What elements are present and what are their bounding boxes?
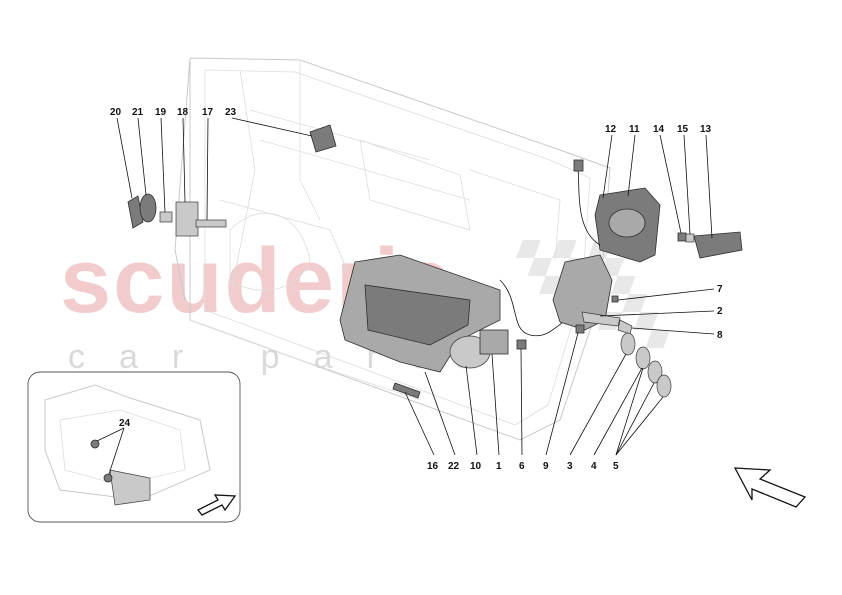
callout-11: 11 xyxy=(629,124,640,135)
part-1-gearbox xyxy=(479,329,509,355)
callout-17: 17 xyxy=(202,107,214,118)
part-24-fastener-a xyxy=(90,439,100,449)
door-handle-assembly xyxy=(573,159,743,263)
part-23-plate xyxy=(309,124,337,153)
part-5-plate-a xyxy=(647,360,663,384)
callout-5: 5 xyxy=(613,461,619,472)
part-15-seal xyxy=(685,233,695,243)
spacer-plates xyxy=(620,332,672,398)
detail-inset-frame xyxy=(27,371,241,523)
part-9-lock-screw xyxy=(575,324,585,334)
callout-24: 24 xyxy=(119,418,131,429)
callout-16: 16 xyxy=(427,461,439,472)
callout-14: 14 xyxy=(653,124,665,135)
callout-23: 23 xyxy=(225,107,237,118)
callout-13: 13 xyxy=(700,124,712,135)
callout-4: 4 xyxy=(591,461,597,472)
part-5-plate-b xyxy=(656,374,672,398)
part-17-strap xyxy=(195,219,227,228)
part-12-cable xyxy=(577,167,601,246)
part-6-clip xyxy=(516,339,527,350)
part-4-plate xyxy=(635,346,651,370)
part-21-cover xyxy=(139,193,157,223)
part-19-bracket xyxy=(159,211,173,223)
callout-19: 19 xyxy=(155,107,167,118)
part-13-handle-cover xyxy=(693,231,743,259)
callout-8: 8 xyxy=(717,330,723,341)
callout-15: 15 xyxy=(677,124,689,135)
leader-lines xyxy=(96,117,715,475)
view-direction-arrow xyxy=(733,467,807,508)
part-12-connector xyxy=(573,159,584,172)
inset-direction-arrow xyxy=(196,494,237,516)
part-9-lock-unit xyxy=(552,254,613,331)
detail-inset xyxy=(27,371,241,523)
door-frame-outline xyxy=(174,57,611,441)
part-20-gasket xyxy=(127,195,144,229)
part-8-bracket xyxy=(617,319,633,335)
part-22-carrier-grid xyxy=(364,284,471,346)
callout-7: 7 xyxy=(717,284,723,295)
callout-6: 6 xyxy=(519,461,525,472)
callout-12: 12 xyxy=(605,124,617,135)
callout-18: 18 xyxy=(177,107,189,118)
part-14-nut xyxy=(677,232,687,242)
part-3-plate xyxy=(620,332,636,356)
callout-9: 9 xyxy=(543,461,549,472)
callout-21: 21 xyxy=(132,107,144,118)
window-motor xyxy=(449,329,509,369)
part-16-seal-strip xyxy=(392,382,421,399)
callout-20: 20 xyxy=(110,107,122,118)
callout-3: 3 xyxy=(567,461,573,472)
door-check-strap-assembly xyxy=(127,193,227,237)
callout-10: 10 xyxy=(470,461,482,472)
callout-2: 2 xyxy=(717,306,723,317)
part-24-fastener-b xyxy=(103,473,113,483)
detail-inset-part xyxy=(109,469,151,506)
callout-labels: 20 21 19 18 17 23 12 11 14 15 13 7 2 8 1… xyxy=(110,107,723,472)
part-11-handle-motor xyxy=(608,208,646,238)
callout-1: 1 xyxy=(496,461,502,472)
part-18-check-body xyxy=(175,201,199,237)
callout-22: 22 xyxy=(448,461,460,472)
part-7-clip xyxy=(611,295,619,303)
